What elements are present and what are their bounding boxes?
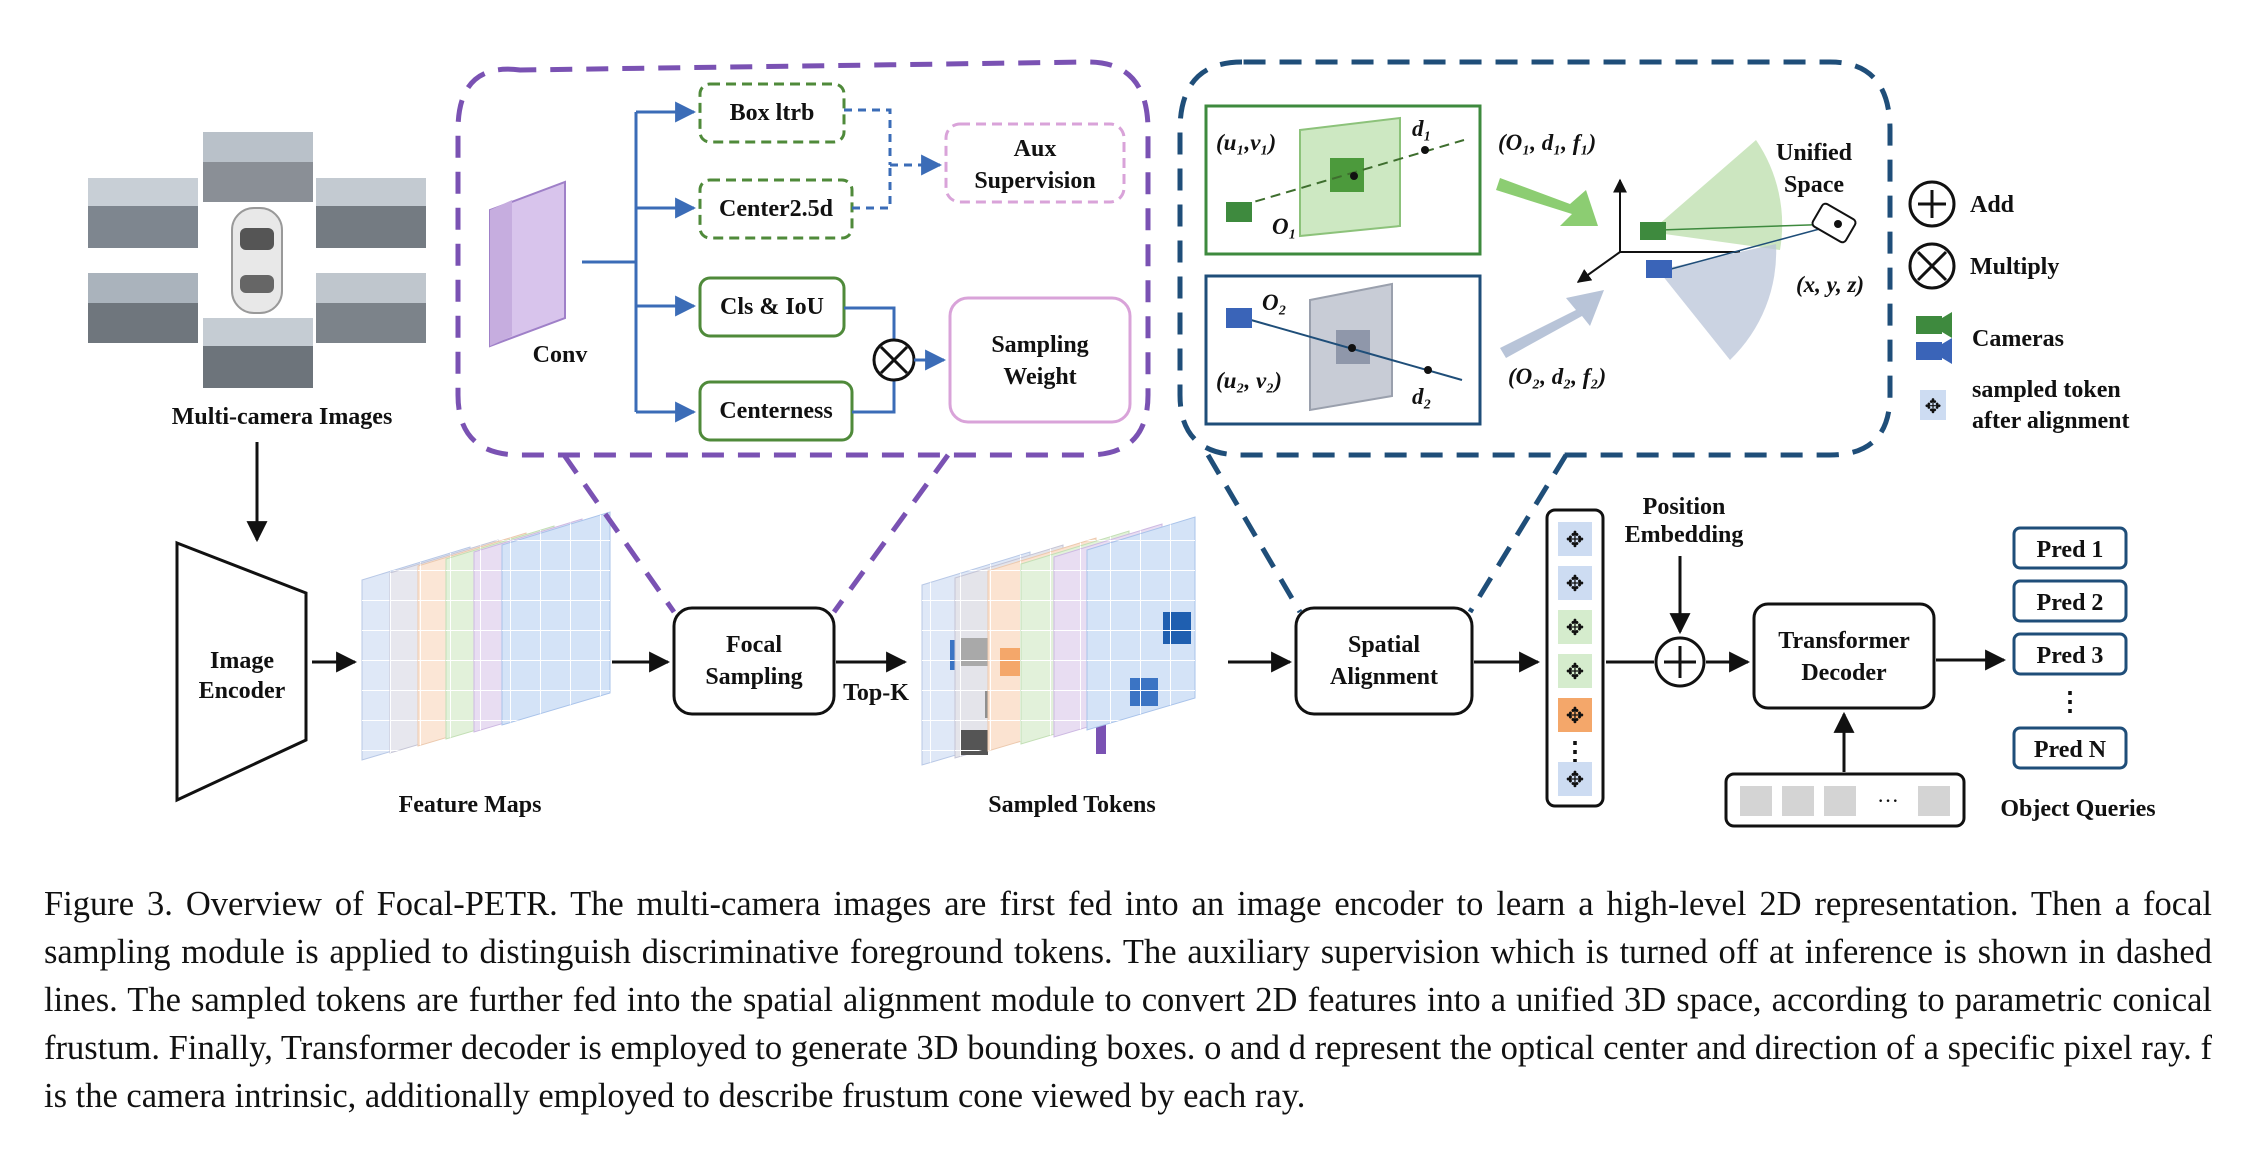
aligned-token-column: ✥ ✥ ✥ ✥ ✥ ⋮ ✥ (1545, 508, 1605, 808)
position-embedding-label: Position (1643, 494, 1726, 520)
svg-text:✥: ✥ (1566, 527, 1584, 552)
sampled-tokens-label: Sampled Tokens (988, 792, 1155, 818)
svg-text:Cameras: Cameras (1972, 326, 2064, 352)
transformer-decoder-box: Transformer Decoder (1752, 602, 1936, 710)
object-queries: ··· Object Queries (1724, 772, 2156, 828)
svg-text:✥: ✥ (1566, 571, 1584, 596)
svg-text:Spatial: Spatial (1348, 632, 1420, 658)
svg-text:Space: Space (1784, 172, 1844, 198)
svg-text:✥: ✥ (1925, 396, 1942, 418)
svg-text:Embedding: Embedding (1625, 522, 1744, 548)
svg-text:✥: ✥ (1566, 615, 1584, 640)
topk-label: Top-K (843, 680, 909, 706)
focal-sampling-detail-callout: Conv Box ltrb Center2.5d Cls & IoU Cente… (455, 59, 1151, 614)
svg-text:✥: ✥ (1566, 659, 1584, 684)
svg-text:(O₁, d₁, f₁): (O₁, d₁, f₁) (1498, 130, 1596, 155)
svg-text:(O₂, d₂, f₂): (O₂, d₂, f₂) (1508, 364, 1606, 389)
object-queries-label: Object Queries (2000, 796, 2155, 822)
svg-text:d₂: d₂ (1412, 384, 1432, 409)
svg-text:O₁: O₁ (1272, 214, 1297, 239)
svg-text:Weight: Weight (1003, 364, 1076, 390)
multi-camera-images: Multi-camera Images (88, 132, 426, 430)
focal-petr-overview-figure: Multi-camera Images Image Encoder Featur… (88, 59, 2156, 828)
feature-maps: Feature Maps (361, 511, 611, 818)
figure-caption: Figure 3. Overview of Focal-PETR. The mu… (44, 885, 2212, 1115)
svg-text:sampled token: sampled token (1972, 377, 2121, 403)
svg-text:Focal: Focal (726, 632, 782, 658)
svg-text:Pred 2: Pred 2 (2037, 590, 2104, 616)
car-icon (231, 207, 283, 314)
svg-text:⋮: ⋮ (1562, 737, 1588, 766)
unified-space-point-icon (1811, 202, 1857, 244)
sampled-token-legend-icon: ✥ (1920, 390, 1946, 420)
svg-text:Alignment: Alignment (1330, 664, 1438, 690)
svg-text:Conv: Conv (533, 342, 588, 368)
conv-block: Conv (489, 180, 588, 368)
svg-text:Pred N: Pred N (2034, 737, 2107, 763)
legend: Add Multiply Cameras ✥ sampled token aft… (1908, 180, 2130, 434)
input-label: Multi-camera Images (172, 404, 393, 430)
svg-text:Pred 3: Pred 3 (2037, 643, 2104, 669)
svg-text:Pred 1: Pred 1 (2037, 537, 2104, 563)
spatial-alignment-box: Spatial Alignment (1294, 606, 1474, 716)
svg-text:Aux: Aux (1014, 136, 1057, 162)
svg-text:Sampling: Sampling (991, 332, 1088, 358)
svg-text:Encoder: Encoder (199, 678, 286, 704)
svg-text:Transformer: Transformer (1778, 628, 1910, 654)
svg-text:Multiply: Multiply (1970, 254, 2059, 280)
svg-text:···: ··· (1877, 788, 1899, 813)
svg-text:Unified: Unified (1776, 140, 1853, 166)
sampled-tokens: Sampled Tokens (921, 516, 1196, 818)
multiply-legend-icon (1908, 242, 1956, 290)
svg-text:after alignment: after alignment (1972, 408, 2130, 434)
svg-text:Sampling: Sampling (705, 664, 802, 690)
add-circle-icon (1654, 636, 1706, 688)
svg-text:O₂: O₂ (1262, 290, 1287, 315)
multiply-circle-icon (872, 338, 916, 382)
svg-text:(u₂, v₂): (u₂, v₂) (1216, 368, 1282, 393)
svg-text:✥: ✥ (1566, 767, 1584, 792)
svg-text:Add: Add (1970, 192, 2015, 218)
svg-text:Supervision: Supervision (974, 168, 1095, 194)
svg-text:✥: ✥ (1566, 703, 1584, 728)
svg-text:Box ltrb: Box ltrb (730, 100, 815, 126)
camera-legend-icon (1916, 312, 1952, 364)
feature-maps-label: Feature Maps (399, 792, 542, 818)
svg-text:Centerness: Centerness (719, 398, 832, 424)
svg-text:(x, y, z): (x, y, z) (1796, 272, 1864, 297)
svg-text:(u₁,v₁): (u₁,v₁) (1216, 130, 1276, 155)
svg-text:Center2.5d: Center2.5d (719, 196, 834, 222)
focal-sampling-box: Focal Sampling (672, 606, 836, 716)
svg-text:Image: Image (210, 648, 274, 674)
svg-text:Cls & IoU: Cls & IoU (720, 294, 824, 320)
predictions: Pred 1 Pred 2 Pred 3 ⋮ Pred N (2012, 526, 2128, 770)
spatial-alignment-detail-callout: (u₁,v₁) d₁ O₁ O₂ (u₂, v₂) d₂ (O₁, d₁, f₁… (1177, 59, 1893, 614)
add-legend-icon (1908, 180, 1956, 228)
svg-text:⋮: ⋮ (2057, 687, 2083, 716)
image-encoder: Image Encoder (175, 540, 308, 803)
svg-text:d₁: d₁ (1412, 116, 1432, 141)
svg-text:Decoder: Decoder (1801, 660, 1887, 686)
